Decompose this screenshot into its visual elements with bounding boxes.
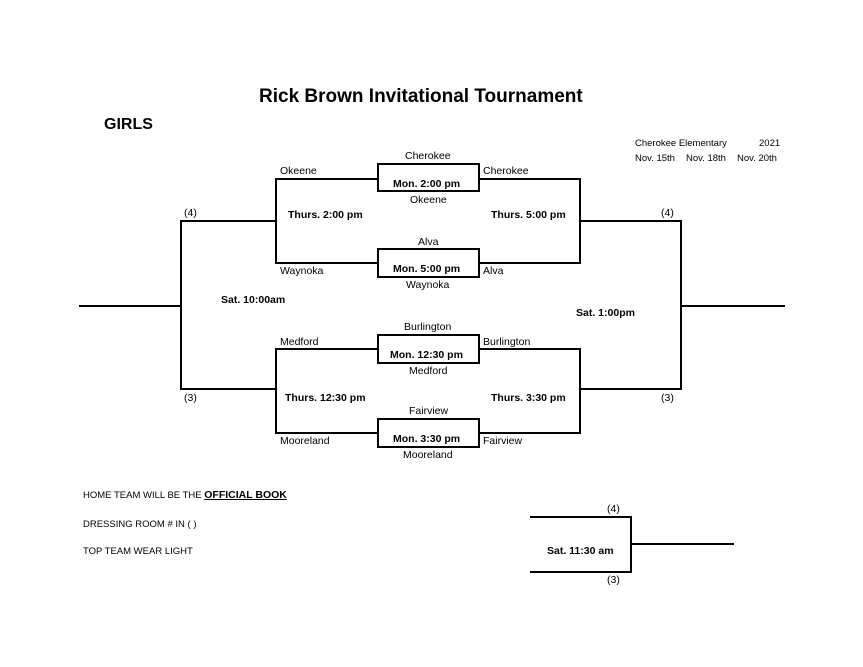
year-label: 2021: [759, 138, 781, 149]
bracket-line: [377, 163, 480, 165]
right-semi-1-time: Thurs. 5:00 pm: [491, 209, 566, 221]
home-team-note: HOME TEAM WILL BE THE OFFICIAL BOOK: [83, 490, 287, 501]
bracket-line: [377, 190, 480, 192]
date-1: Nov. 15th: [635, 153, 675, 164]
right-team-2: Alva: [483, 265, 504, 277]
bracket-line: [377, 334, 480, 336]
left-seed-top: (4): [184, 207, 197, 219]
first-round-1-top-team: Cherokee: [405, 150, 451, 162]
bracket-line: [275, 348, 277, 434]
bracket-line: [377, 334, 379, 364]
bracket-line: [377, 418, 379, 448]
bracket-line: [530, 516, 632, 518]
bracket-line: [180, 220, 182, 390]
first-round-2-bottom-team: Waynoka: [406, 279, 450, 291]
consolation-seed-bottom: (3): [607, 574, 620, 586]
first-round-2-top-team: Alva: [418, 236, 439, 248]
right-seed-bottom: (3): [661, 392, 674, 404]
first-round-1-bottom-team: Okeene: [410, 194, 447, 206]
date-2: Nov. 18th: [686, 153, 726, 164]
bracket-line: [580, 220, 682, 222]
left-seed-bottom: (3): [184, 392, 197, 404]
bracket-line: [180, 388, 276, 390]
right-semi-2-time: Thurs. 3:30 pm: [491, 392, 566, 404]
left-team-2: Waynoka: [280, 265, 324, 277]
bracket-line: [377, 362, 480, 364]
bracket-line: [377, 163, 379, 192]
bracket-line: [377, 418, 480, 420]
top-team-note: TOP TEAM WEAR LIGHT: [83, 546, 193, 557]
first-round-4-top-team: Fairview: [409, 405, 449, 417]
first-round-2-time: Mon. 5:00 pm: [393, 263, 461, 275]
right-team-1: Cherokee: [483, 165, 529, 177]
first-round-1-time: Mon. 2:00 pm: [393, 178, 461, 190]
right-final-time: Sat. 1:00pm: [576, 307, 635, 319]
bracket-line: [377, 248, 379, 278]
first-round-3-top-team: Burlington: [404, 321, 452, 333]
bracket-line: [478, 262, 581, 264]
site-label: Cherokee Elementary: [635, 138, 727, 149]
left-final-time: Sat. 10:00am: [221, 294, 286, 306]
date-3: Nov. 20th: [737, 153, 777, 164]
bracket-line: [275, 178, 378, 180]
bracket-line: [275, 432, 378, 434]
dressing-room-note: DRESSING ROOM # IN ( ): [83, 519, 197, 530]
home-team-prefix: HOME TEAM WILL BE THE: [83, 490, 202, 501]
left-semi-1-time: Thurs. 2:00 pm: [288, 209, 363, 221]
bracket-line: [681, 305, 785, 307]
consolation-time: Sat. 11:30 am: [547, 545, 614, 557]
bracket-line: [377, 276, 480, 278]
consolation-seed-top: (4): [607, 503, 620, 515]
right-team-4: Fairview: [483, 435, 523, 447]
bracket-line: [377, 446, 480, 448]
division-label: GIRLS: [104, 116, 153, 133]
right-team-3: Burlington: [483, 336, 531, 348]
first-round-3-bottom-team: Medford: [409, 365, 448, 377]
bracket-line: [275, 178, 277, 264]
bracket-line: [275, 262, 378, 264]
left-semi-2-time: Thurs. 12:30 pm: [285, 392, 366, 404]
left-team-1: Okeene: [280, 165, 317, 177]
official-book-label: OFFICIAL BOOK: [204, 489, 287, 501]
bracket-line: [580, 388, 682, 390]
bracket-line: [180, 220, 276, 222]
bracket-line: [79, 305, 181, 307]
bracket-line: [275, 348, 378, 350]
bracket-line: [478, 163, 480, 192]
bracket-line: [631, 543, 734, 545]
bracket-line: [530, 571, 632, 573]
left-team-4: Mooreland: [280, 435, 330, 447]
bracket-line: [377, 248, 480, 250]
first-round-4-bottom-team: Mooreland: [403, 449, 453, 461]
bracket-line: [478, 348, 581, 350]
bracket-line: [478, 178, 581, 180]
page-title: Rick Brown Invitational Tournament: [259, 86, 583, 107]
bracket-line: [579, 348, 581, 434]
first-round-3-time: Mon. 12:30 pm: [390, 349, 463, 361]
right-seed-top: (4): [661, 207, 674, 219]
first-round-4-time: Mon. 3:30 pm: [393, 433, 461, 445]
left-team-3: Medford: [280, 336, 319, 348]
bracket-line: [478, 432, 581, 434]
